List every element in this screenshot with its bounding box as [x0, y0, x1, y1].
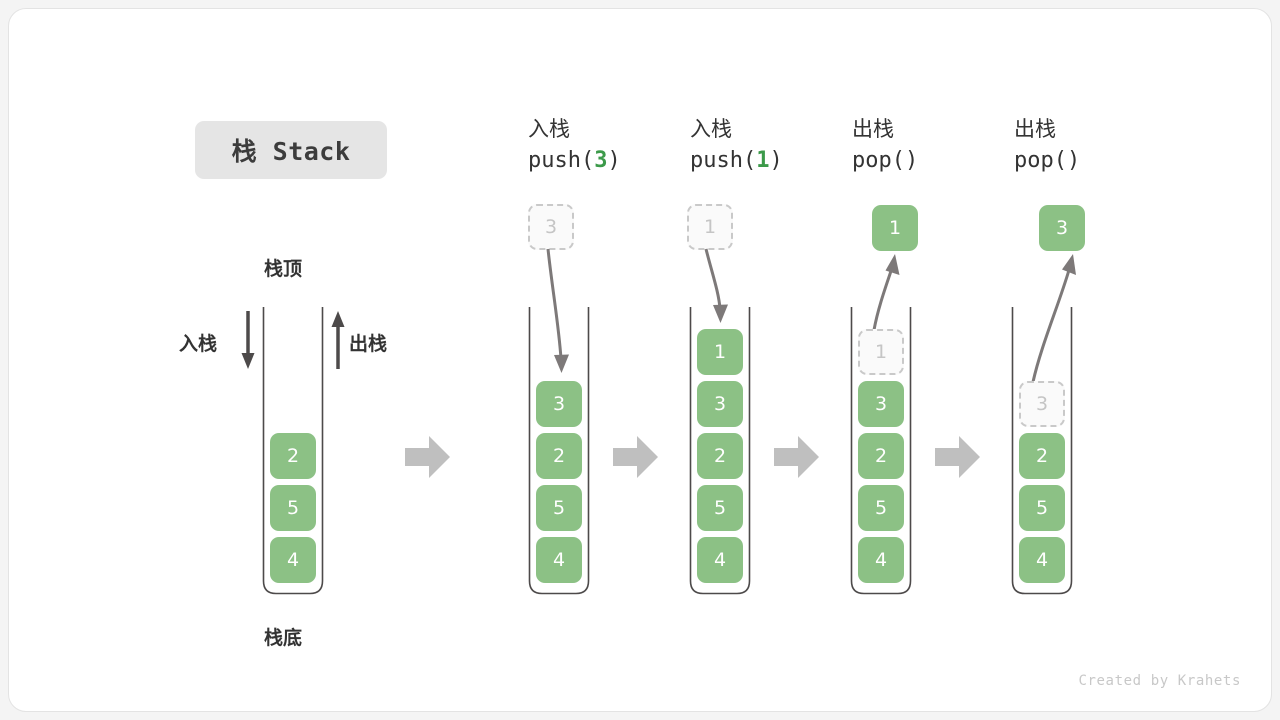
- stack-item: 4: [270, 537, 316, 583]
- step-arrow-icon: [405, 436, 450, 478]
- stack-item: 3: [697, 381, 743, 427]
- column-header-code: pop(): [1014, 145, 1080, 177]
- push-motion-arrow-icon: [546, 248, 569, 373]
- stack-item: 5: [697, 485, 743, 531]
- column-header-pop-3: 出栈 pop(): [1014, 115, 1080, 177]
- stack-item: 4: [1019, 537, 1065, 583]
- code-suffix: ): [904, 148, 919, 173]
- stack-tube-push-3: [528, 307, 590, 595]
- code-suffix: ): [769, 148, 783, 173]
- column-header-push-1: 入栈 push(1): [690, 115, 783, 177]
- pop-motion-arrow-icon: [1031, 254, 1076, 383]
- stack-item: 2: [697, 433, 743, 479]
- step-arrow-icon: [613, 436, 658, 478]
- column-header-cn: 入栈: [690, 118, 732, 141]
- incoming-element-ghost: 3: [528, 204, 574, 250]
- stack-item: 3: [858, 381, 904, 427]
- column-header-code: push(1): [690, 145, 783, 177]
- popped-element: 3: [1039, 205, 1085, 251]
- code-arg: 3: [594, 148, 608, 173]
- pop-direction-arrow-icon: [331, 311, 345, 369]
- stack-item: 1: [697, 329, 743, 375]
- stack-tube-initial: [262, 307, 324, 595]
- popped-slot-ghost: 1: [858, 329, 904, 375]
- column-header-cn: 入栈: [528, 118, 570, 141]
- stack-item: 5: [536, 485, 582, 531]
- column-header-code: pop(): [852, 145, 918, 177]
- code-prefix: push(: [690, 148, 757, 173]
- stack-item: 2: [270, 433, 316, 479]
- stack-item: 2: [858, 433, 904, 479]
- code-suffix: ): [607, 148, 621, 173]
- title-badge: 栈 Stack: [195, 121, 387, 179]
- code-prefix: pop(: [852, 148, 905, 173]
- stack-item: 3: [536, 381, 582, 427]
- stack-item: 2: [1019, 433, 1065, 479]
- pop-motion-arrow-icon: [872, 254, 900, 331]
- code-suffix: ): [1066, 148, 1081, 173]
- code-prefix: pop(: [1014, 148, 1067, 173]
- stack-top-label: 栈顶: [264, 259, 303, 280]
- stack-item: 5: [1019, 485, 1065, 531]
- column-header-pop-1: 出栈 pop(): [852, 115, 918, 177]
- push-direction-arrow-icon: [241, 311, 255, 369]
- popped-element: 1: [872, 205, 918, 251]
- column-header-push-3: 入栈 push(3): [528, 115, 621, 177]
- step-arrow-icon: [774, 436, 819, 478]
- column-header-cn: 出栈: [852, 118, 894, 141]
- stack-item: 4: [536, 537, 582, 583]
- incoming-element-ghost: 1: [687, 204, 733, 250]
- column-header-cn: 出栈: [1014, 118, 1056, 141]
- stack-tube-pop-1: [850, 307, 912, 595]
- stack-tube-pop-3: [1011, 307, 1073, 595]
- diagram-card: 栈 Stack 栈顶 栈底 入栈 出栈: [8, 8, 1272, 712]
- code-prefix: push(: [528, 148, 595, 173]
- stack-item: 5: [858, 485, 904, 531]
- code-arg: 1: [756, 148, 770, 173]
- pop-direction-label: 出栈: [349, 334, 388, 355]
- popped-slot-ghost: 3: [1019, 381, 1065, 427]
- stack-item: 4: [697, 537, 743, 583]
- footer-credit: Created by Krahets: [1078, 673, 1241, 689]
- step-arrow-icon: [935, 436, 980, 478]
- stack-tube-push-1: [689, 307, 751, 595]
- push-motion-arrow-icon: [704, 248, 728, 323]
- stack-item: 5: [270, 485, 316, 531]
- stack-item: 2: [536, 433, 582, 479]
- stack-item: 4: [858, 537, 904, 583]
- column-header-code: push(3): [528, 145, 621, 177]
- stack-bottom-label: 栈底: [264, 628, 303, 649]
- push-direction-label: 入栈: [179, 334, 218, 355]
